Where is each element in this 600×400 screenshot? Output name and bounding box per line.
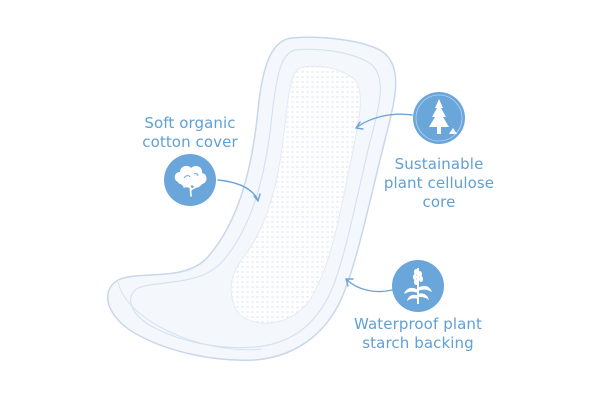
- corn-plant-icon: [404, 268, 432, 304]
- starch-arrow: [346, 279, 393, 293]
- cotton-boll-icon: [174, 165, 207, 197]
- cotton-arrow: [217, 179, 259, 201]
- cotton-icon-badge: [164, 154, 216, 206]
- cotton-cover-label: Soft organic cotton cover: [142, 114, 238, 151]
- cellulose-arrow: [356, 113, 413, 128]
- cellulose-icon-badge: [413, 92, 465, 144]
- starch-backing-label: Waterproof plant starch backing: [354, 315, 482, 352]
- pine-tree-icon: [415, 94, 463, 142]
- cellulose-core-label: Sustainable plant cellulose core: [383, 155, 495, 211]
- starch-icon-badge: [392, 260, 444, 312]
